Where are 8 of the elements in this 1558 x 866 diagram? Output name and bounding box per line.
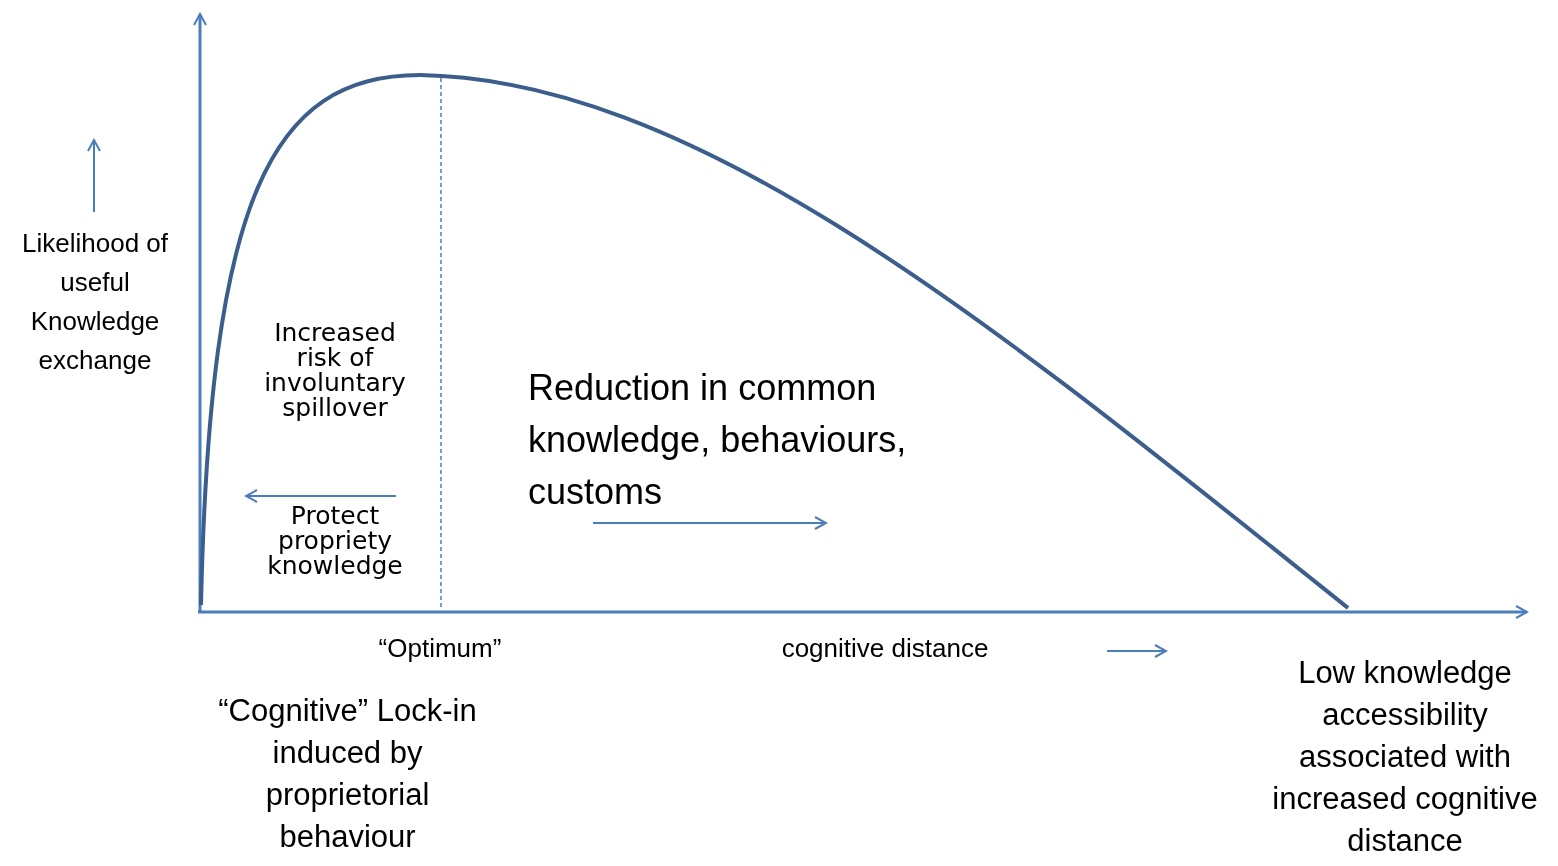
- annotation-text: Low knowledge accessibility associated with increased cognitive distance: [1271, 654, 1539, 860]
- annotation-text: “Cognitive” Lock-in induced by proprietorial behaviour: [217, 692, 478, 856]
- axis-marker-label: “Optimum”: [377, 632, 503, 664]
- axis-label: cognitive distance: [780, 632, 990, 664]
- annotation-text: Increased risk of involuntary spillover: [263, 320, 407, 420]
- annotation-text: Protect propriety knowledge: [266, 503, 404, 578]
- axis-label: Likelihood of useful Knowledge exchange: [21, 227, 169, 377]
- annotation-text: Reduction in common knowledge, behaviours, customs: [528, 366, 908, 514]
